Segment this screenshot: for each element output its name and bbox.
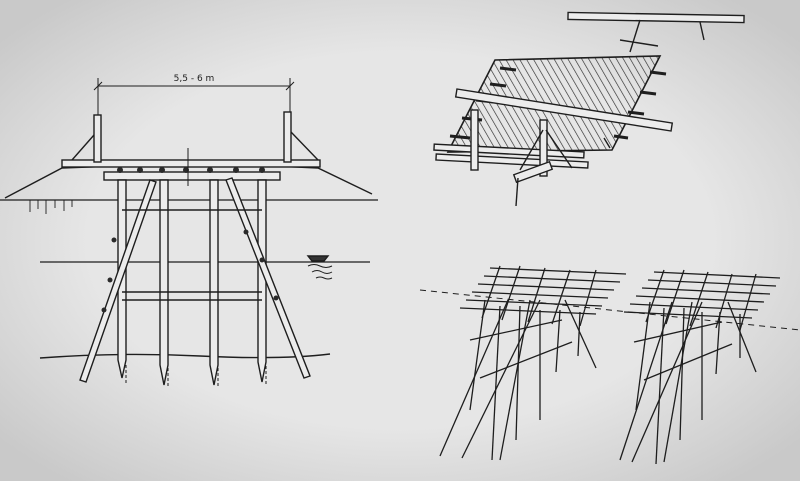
right-rail-brace (290, 131, 319, 161)
post-brace-left (519, 129, 544, 171)
upper-brace-2 (619, 39, 659, 47)
span-dimension: 5,5 - 6 m (93, 74, 295, 118)
pile-cap (103, 171, 281, 181)
bridge-elevation: 5,5 - 6 m (0, 74, 378, 388)
deck-bolts (117, 167, 265, 173)
span-label: 5,5 - 6 m (174, 74, 215, 84)
trestle-left (439, 265, 627, 461)
pile-braces (79, 177, 311, 383)
side-tie (603, 137, 611, 149)
upper-brace-1 (629, 19, 641, 53)
trestle-right-piles (619, 301, 757, 465)
float-marker (306, 255, 330, 262)
left-rail-brace (71, 134, 95, 161)
pile-tips (125, 365, 267, 388)
embankment-roots (29, 200, 73, 214)
trestle-left-cross-beams (481, 265, 597, 327)
water-ripple (307, 264, 333, 280)
handrail-post (699, 21, 705, 41)
front-handrail (454, 88, 674, 132)
upper-handrail (567, 11, 745, 24)
left-rail-post (93, 114, 102, 163)
right-rail-post (283, 111, 292, 163)
support-leg (515, 177, 519, 207)
post-brace-right (545, 129, 573, 169)
trestle-left-piles (439, 299, 597, 461)
brace-bolts (101, 229, 279, 313)
trestle-pair (419, 265, 800, 465)
deck-perspective (433, 11, 745, 207)
deck-beam (61, 159, 321, 168)
trestle-right (619, 269, 781, 465)
front-posts (470, 109, 548, 177)
ground-dashed-line (419, 289, 800, 331)
post-foot (512, 160, 554, 184)
